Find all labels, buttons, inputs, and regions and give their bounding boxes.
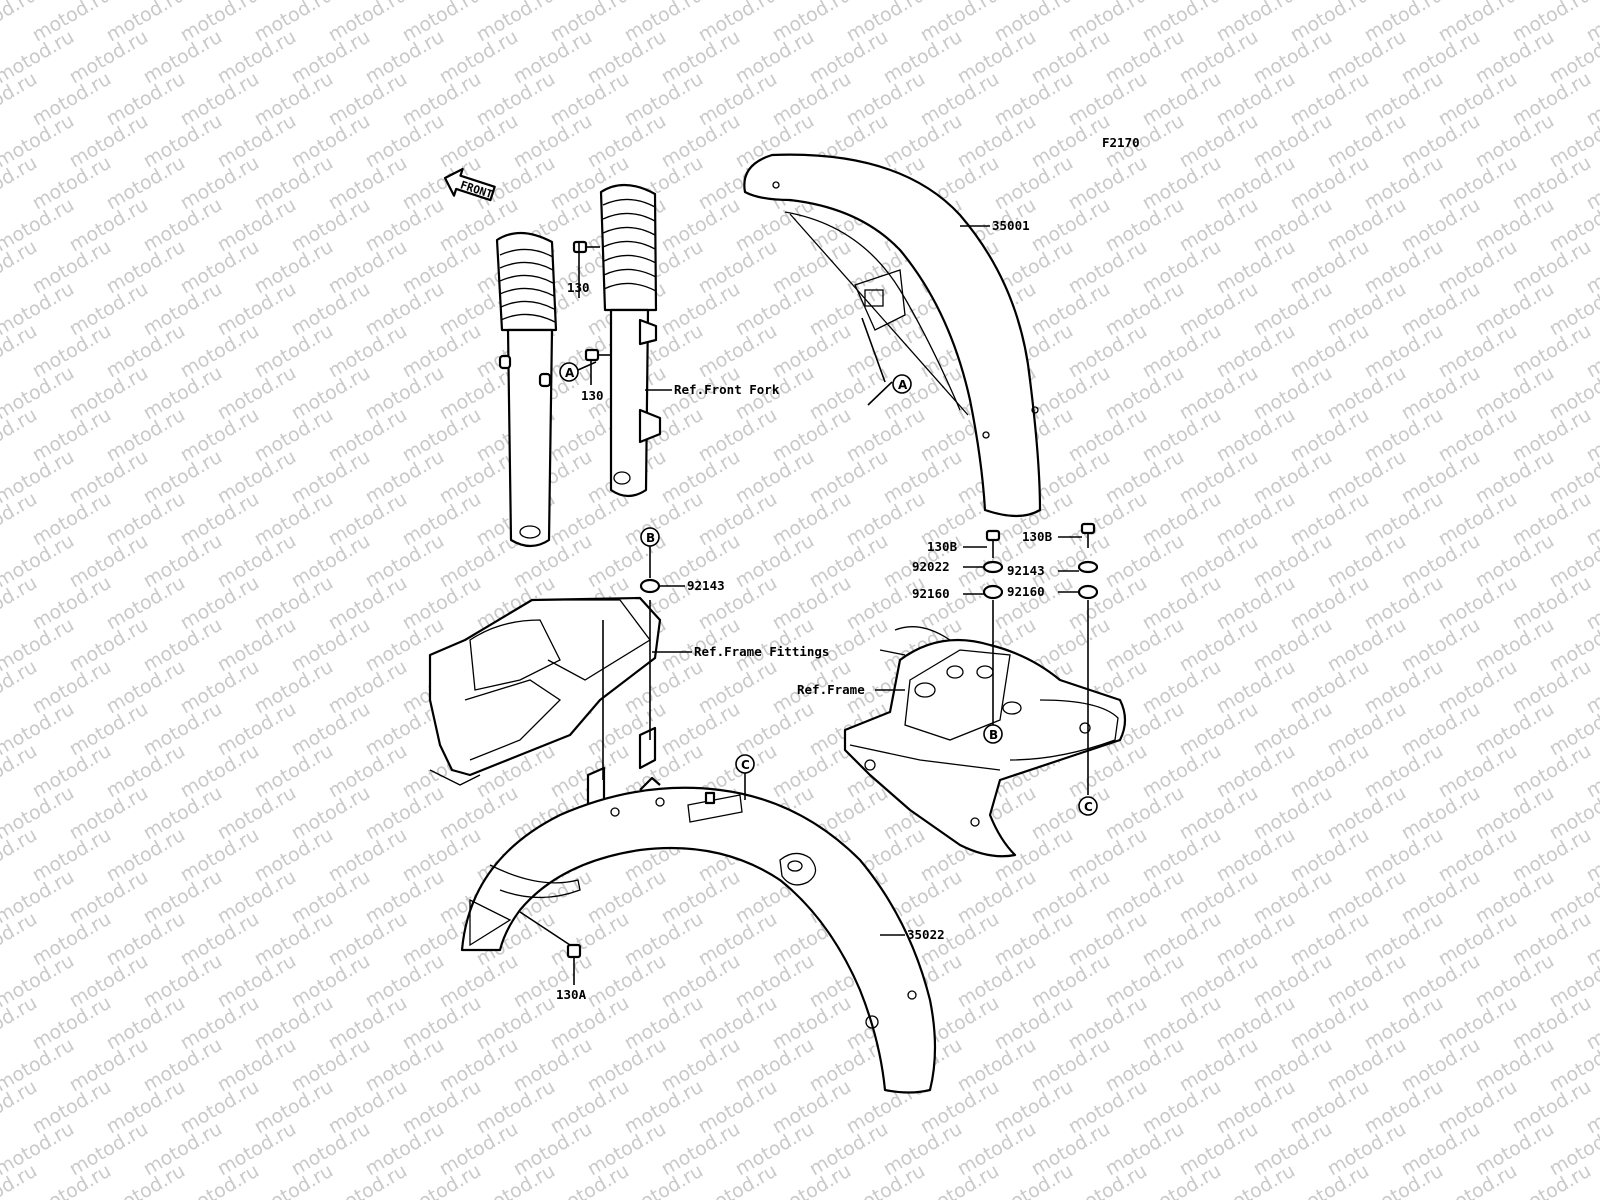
- front-fender: [743, 153, 1042, 518]
- label-130-top: 130: [567, 280, 590, 295]
- svg-text:A: A: [565, 366, 575, 380]
- frame: [843, 626, 1127, 858]
- diagram-code: F2170: [1102, 135, 1140, 150]
- label-35022: 35022: [907, 927, 945, 942]
- callout-b-frame: [983, 724, 1003, 744]
- callout-a-fork: [559, 362, 579, 382]
- grommet-92160-right-icon: [1077, 584, 1099, 600]
- label-92143-left: 92143: [687, 578, 725, 593]
- label-92022: 92022: [912, 559, 950, 574]
- callout-a-fender: [892, 374, 912, 394]
- label-92143-right: 92143: [1007, 563, 1045, 578]
- label-ref-front-fork: Ref.Front Fork: [674, 382, 780, 397]
- label-130B-right: 130B: [1022, 529, 1053, 544]
- label-130A: 130A: [556, 987, 587, 1002]
- label-130-bottom: 130: [581, 388, 604, 403]
- bolt-130a-icon: [566, 943, 582, 985]
- right-fork-tube: [599, 183, 662, 498]
- washer-92143-right-icon: [1077, 560, 1099, 574]
- rear-fender: [460, 776, 937, 1094]
- label-ref-frame-fittings: Ref.Frame Fittings: [694, 644, 829, 659]
- bolt-130-bottom-icon: [584, 348, 612, 362]
- svg-text:C: C: [1084, 800, 1093, 814]
- label-92160-right: 92160: [1007, 584, 1045, 599]
- svg-text:A: A: [898, 378, 908, 392]
- washer-92022-icon: [982, 560, 1004, 574]
- stud-icon: [704, 791, 716, 805]
- label-ref-frame: Ref.Frame: [797, 682, 865, 697]
- label-35001: 35001: [992, 218, 1030, 233]
- left-fork-tube: [495, 231, 558, 548]
- bolt-130b-left-icon: [985, 529, 1001, 558]
- bolt-130b-right-icon: [1080, 522, 1096, 548]
- label-130B-left: 130B: [927, 539, 958, 554]
- callout-c-frame: [1078, 796, 1098, 816]
- washer-92143-left-icon: [639, 578, 661, 594]
- svg-text:B: B: [989, 728, 998, 742]
- svg-text:B: B: [646, 531, 655, 545]
- grommet-92160-left-icon: [982, 584, 1004, 600]
- bolt-130-top-icon: [572, 240, 600, 254]
- svg-text:C: C: [741, 758, 750, 772]
- label-92160-left: 92160: [912, 586, 950, 601]
